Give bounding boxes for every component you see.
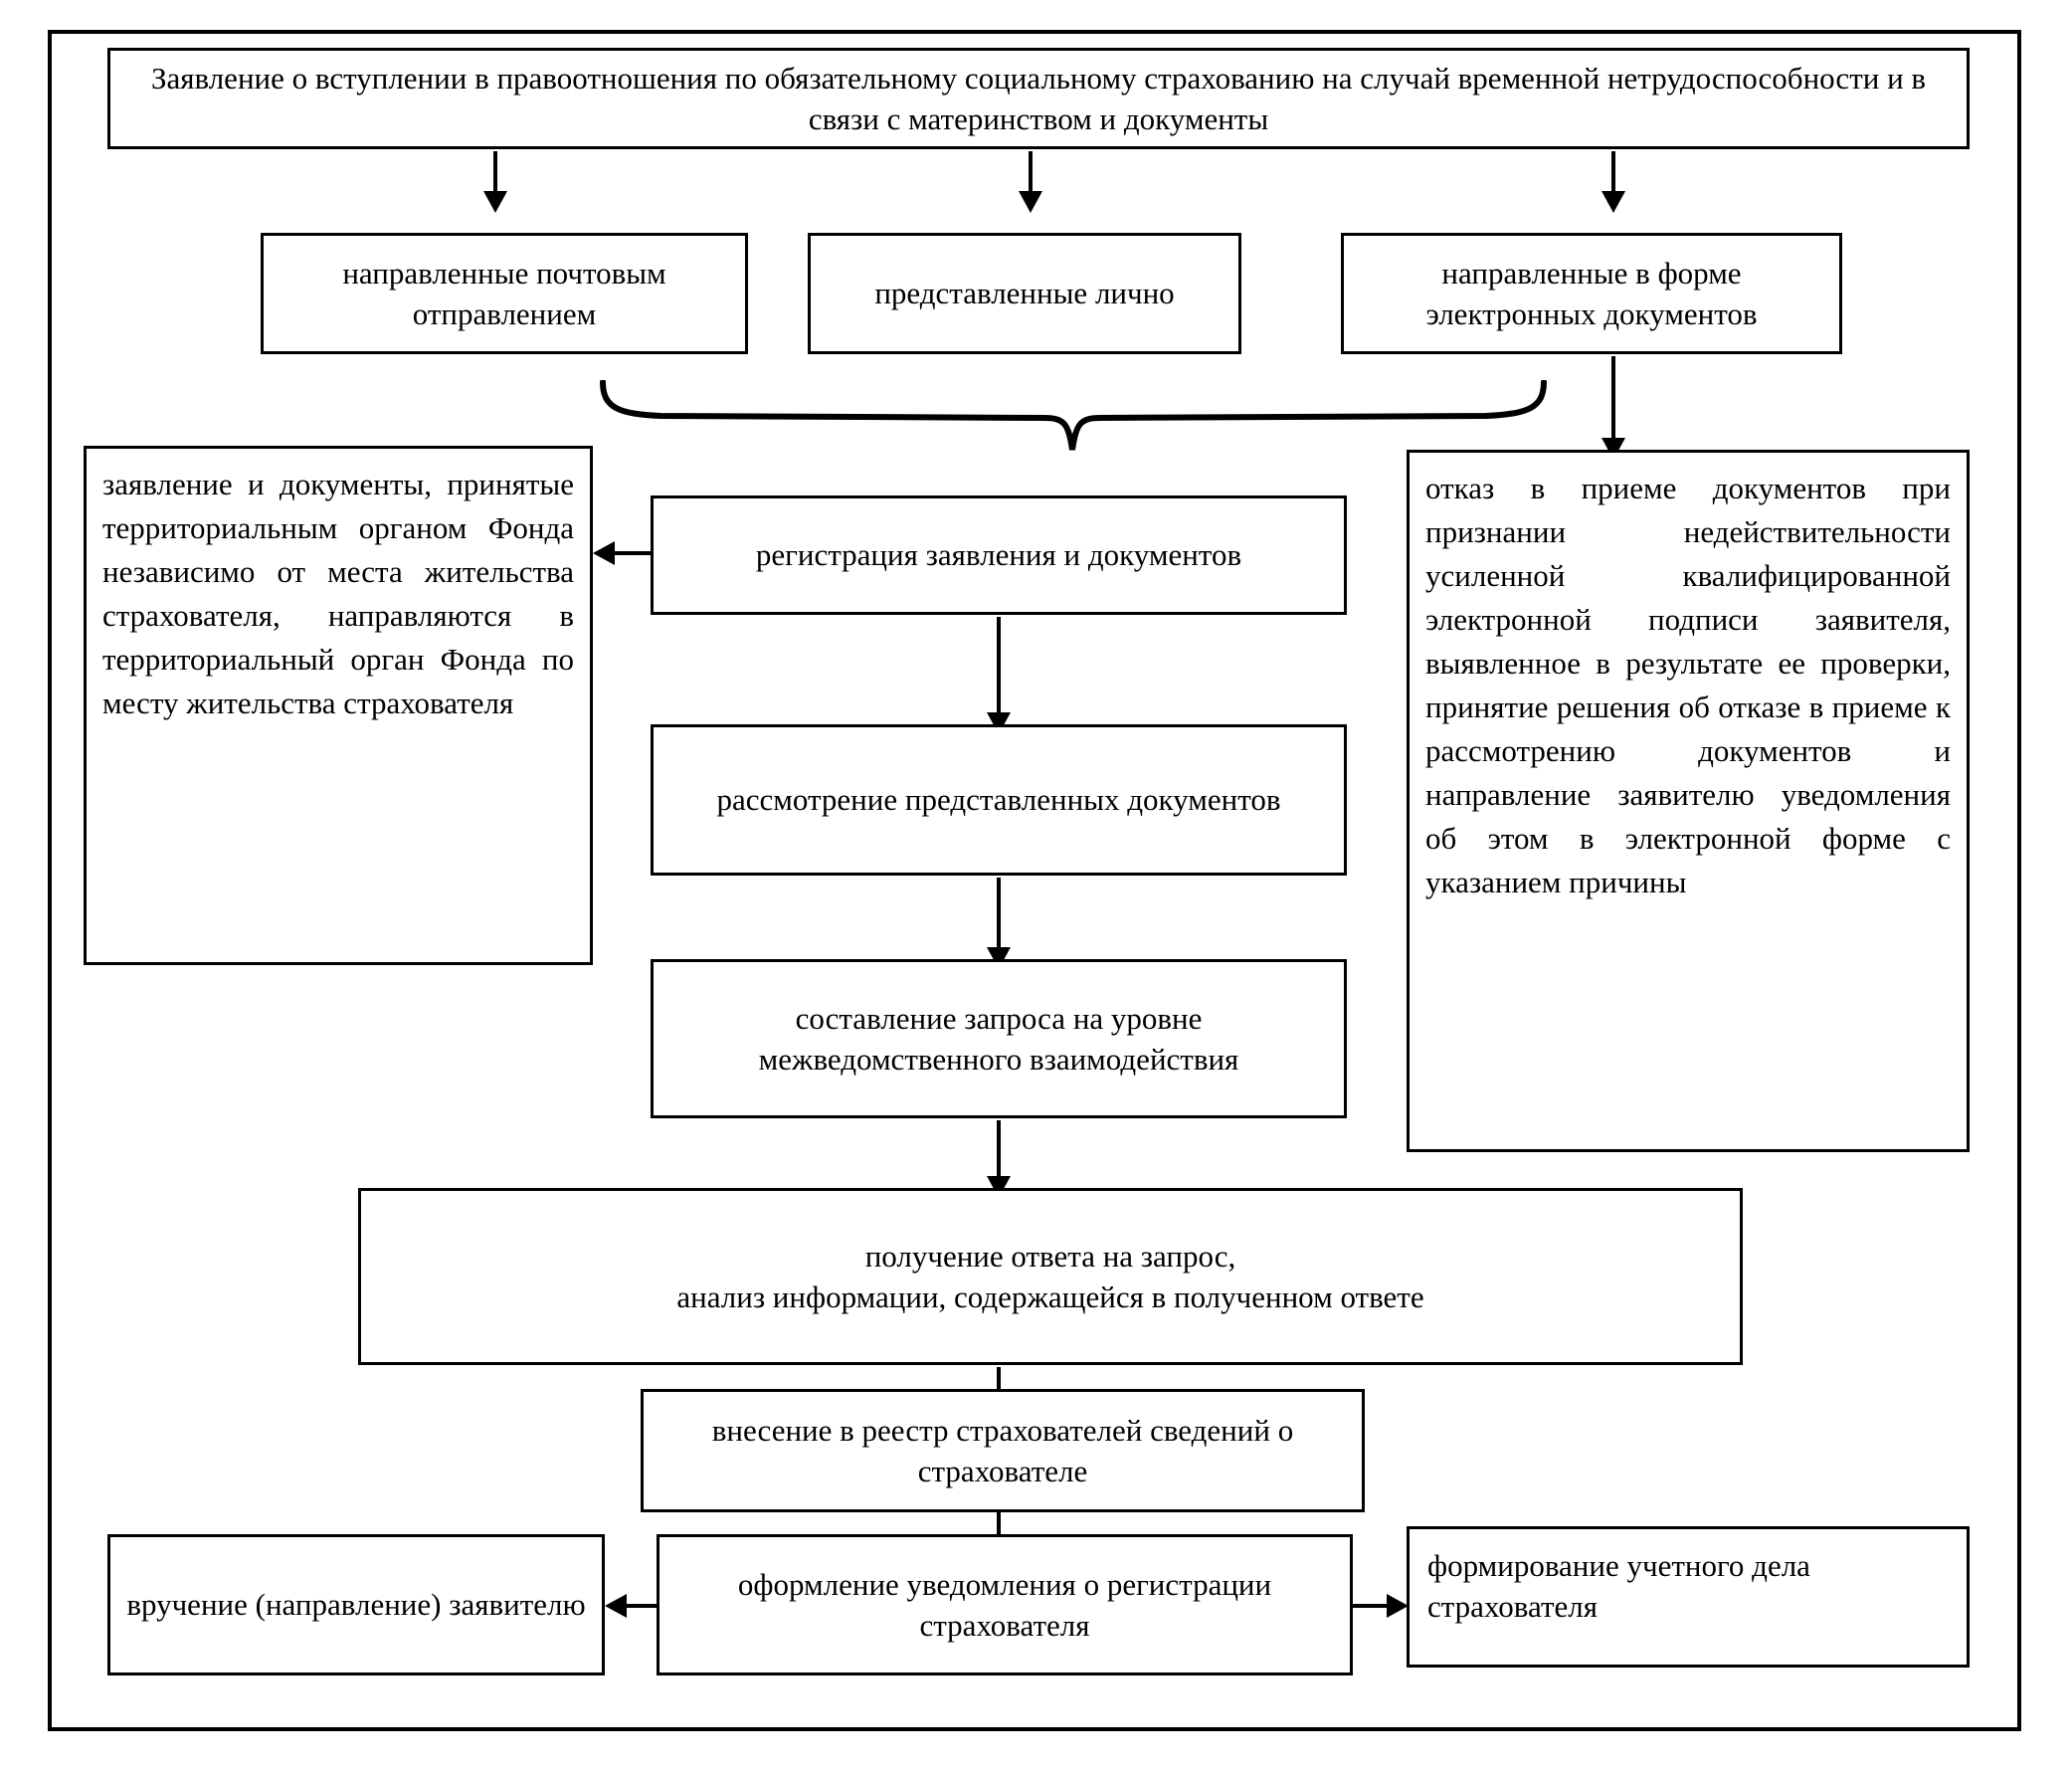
- intake-box-electronic-label: направленные в форме электронных докумен…: [1425, 255, 1758, 331]
- brace-connector: [597, 380, 1552, 452]
- intake-box-in-person: представленные лично: [808, 233, 1241, 354]
- title-box: Заявление о вступлении в правоотношения …: [107, 48, 1970, 149]
- right-note-text: отказ в приеме документов при признании …: [1425, 471, 1951, 900]
- final-box-notice: оформление уведомления о регистрации стр…: [657, 1534, 1353, 1675]
- flow-box-request: составление запроса на уровне межведомст…: [651, 959, 1347, 1118]
- final-box-file: формирование учетного дела страхователя: [1407, 1526, 1970, 1668]
- intake-box-postal-label: направленные почтовым отправлением: [342, 255, 666, 331]
- flow-box-registration: регистрация заявления и документов: [651, 495, 1347, 615]
- final-box-deliver: вручение (направление) заявителю: [107, 1534, 605, 1675]
- flow-box-request-label: составление запроса на уровне межведомст…: [758, 1000, 1239, 1077]
- flow-box-registration-label: регистрация заявления и документов: [755, 537, 1242, 573]
- final-box-file-label: формирование учетного дела страхователя: [1427, 1548, 1810, 1625]
- title-box-text: Заявление о вступлении в правоотношения …: [150, 60, 1927, 136]
- right-note-box: отказ в приеме документов при признании …: [1407, 450, 1970, 1152]
- flow-box-registry-label: внесение в реестр страхователей сведений…: [711, 1412, 1294, 1488]
- diagram-outer-frame: [48, 30, 2021, 1731]
- flow-box-answer: получение ответа на запрос, анализ инфор…: [358, 1188, 1743, 1365]
- flow-box-review-label: рассмотрение представленных документов: [716, 782, 1281, 818]
- intake-box-in-person-label: представленные лично: [874, 276, 1175, 311]
- flow-box-answer-label: получение ответа на запрос, анализ инфор…: [676, 1238, 1424, 1314]
- flow-box-review: рассмотрение представленных документов: [651, 724, 1347, 876]
- left-note-box: заявление и документы, принятые территор…: [84, 446, 593, 965]
- intake-box-postal: направленные почтовым отправлением: [261, 233, 748, 354]
- final-box-notice-label: оформление уведомления о регистрации стр…: [737, 1566, 1272, 1643]
- intake-box-electronic: направленные в форме электронных докумен…: [1341, 233, 1842, 354]
- final-box-deliver-label: вручение (направление) заявителю: [126, 1587, 586, 1623]
- flow-box-registry: внесение в реестр страхователей сведений…: [641, 1389, 1365, 1512]
- left-note-text: заявление и документы, принятые территор…: [102, 467, 574, 721]
